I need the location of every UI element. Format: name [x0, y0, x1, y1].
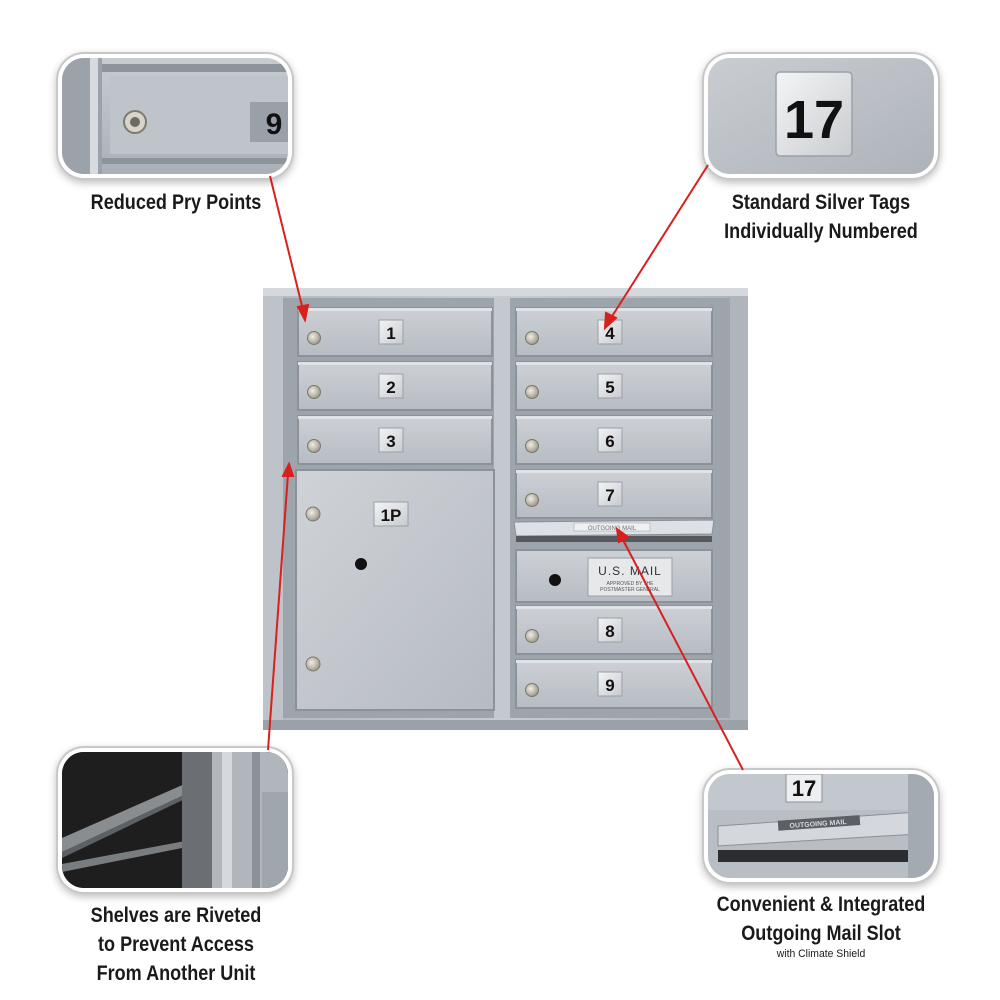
door-number: 3 — [386, 432, 395, 451]
arrow-pry-points — [269, 175, 304, 311]
lock-icon — [525, 439, 539, 453]
lock-icon — [123, 110, 147, 134]
number-tag — [378, 373, 404, 399]
door-number: 6 — [605, 432, 614, 451]
arrow-silver-tags — [610, 164, 709, 319]
caption-line: Shelves are Riveted — [90, 904, 262, 927]
caption-line: Convenient & Integrated — [716, 893, 926, 916]
lock-icon — [307, 385, 321, 399]
compartment-door[interactable]: 6 — [515, 415, 713, 465]
door-number: 9 — [605, 676, 614, 695]
caption-line: to Prevent Access — [98, 933, 254, 956]
number-tag — [597, 373, 623, 399]
inset-outgoing-label: OUTGOING MAIL — [789, 819, 847, 830]
compartment-door[interactable]: 5 — [515, 361, 713, 411]
lock-icon — [525, 683, 539, 697]
number-tag — [378, 319, 404, 345]
compartment-door[interactable]: 9 — [515, 659, 713, 709]
door-number: 5 — [605, 378, 614, 397]
compartment-door[interactable]: 7 — [515, 469, 713, 519]
door-number: 7 — [605, 486, 614, 505]
arrowhead — [615, 526, 630, 544]
lock-icon — [307, 439, 321, 453]
caption-note: with Climate Shield — [776, 948, 866, 960]
door-number: 1 — [386, 324, 395, 343]
caption-line: Standard Silver Tags — [731, 191, 911, 214]
lock-icon — [305, 506, 321, 522]
compartment-door[interactable]: 4 — [515, 307, 713, 357]
inset-silver-tags: 17 — [708, 58, 934, 174]
arrowhead — [296, 303, 310, 323]
usps-plate-line2: POSTMASTER GENERAL — [600, 587, 660, 593]
compartment-door[interactable]: 3 — [297, 415, 493, 465]
number-tag — [378, 427, 404, 453]
door-number: 4 — [605, 324, 615, 343]
parcel-door-number: 1P — [381, 506, 402, 525]
number-tag — [597, 427, 623, 453]
arrowhead — [603, 311, 618, 331]
caption-shelves: Shelves are Riveted to Prevent Access Fr… — [64, 901, 288, 988]
keyhole-icon — [549, 574, 561, 586]
caption-reduced-pry-points: Reduced Pry Points — [64, 188, 288, 217]
lock-icon — [525, 493, 539, 507]
lock-icon — [525, 385, 539, 399]
arrowhead — [281, 461, 295, 477]
caption-silver-tags: Standard Silver Tags Individually Number… — [708, 188, 933, 246]
parcel-door-1p[interactable]: 1P — [295, 469, 495, 711]
number-tag — [597, 617, 623, 643]
caption-line: From Another Unit — [96, 962, 256, 985]
usps-master-lock-door[interactable]: U.S. MAIL APPROVED BY THE POSTMASTER GEN… — [515, 549, 713, 603]
number-tag — [597, 481, 623, 507]
arrow-shelves — [267, 473, 289, 751]
compartment-door[interactable]: 8 — [515, 605, 713, 655]
door-number: 2 — [386, 378, 395, 397]
lock-icon — [525, 331, 539, 345]
compartment-door[interactable]: 1 — [297, 307, 493, 357]
inset-pry-points: 9 — [62, 58, 288, 174]
lock-icon — [307, 331, 321, 345]
usps-plate-line1: APPROVED BY THE — [606, 581, 654, 587]
compartment-door[interactable]: 2 — [297, 361, 493, 411]
caption-mail-slot: Convenient & Integrated Outgoing Mail Sl… — [708, 890, 933, 960]
usps-plate-title: U.S. MAIL — [598, 564, 662, 578]
number-tag — [597, 671, 623, 697]
caption-line: Individually Numbered — [724, 220, 918, 243]
callout-arrows — [267, 164, 744, 771]
inset-shelves — [62, 752, 288, 888]
arrow-mail-slot — [621, 537, 744, 771]
outgoing-mail-label: OUTGOING MAIL — [588, 526, 637, 532]
caption-line: Reduced Pry Points — [90, 191, 262, 214]
inset-tag-number: 17 — [784, 90, 844, 150]
door-number: 8 — [605, 622, 614, 641]
lock-icon — [305, 656, 321, 672]
outgoing-mail-slot[interactable]: OUTGOING MAIL — [513, 519, 715, 542]
lock-icon — [525, 629, 539, 643]
keyhole-icon — [355, 558, 367, 570]
caption-line: Outgoing Mail Slot — [741, 922, 901, 945]
inset-mail-slot: 17 OUTGOING MAIL — [708, 774, 934, 878]
inset-tag-number: 17 — [792, 776, 816, 801]
inset-tag-number: 9 — [266, 108, 283, 141]
